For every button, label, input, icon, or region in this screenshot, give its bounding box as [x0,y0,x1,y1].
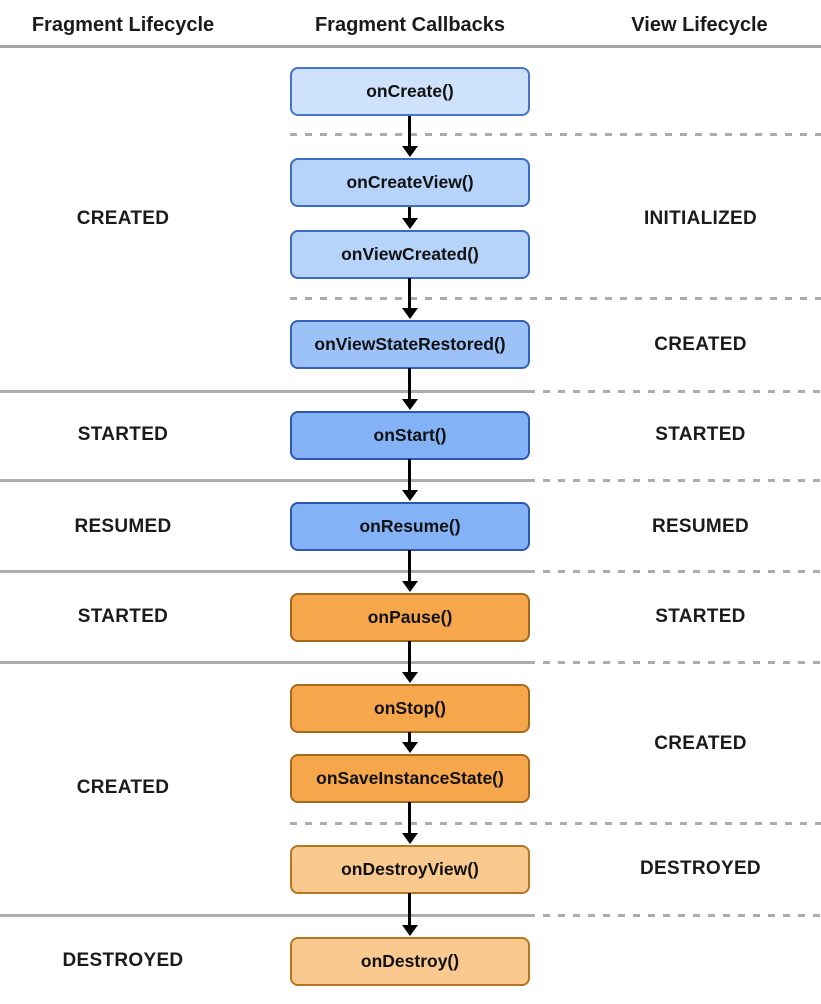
callback-box-oncreateview: onCreateView() [290,158,530,207]
callback-box-onsaveinstancestate: onSaveInstanceState() [290,754,530,803]
row-divider-dashed [543,570,821,573]
column-header-fragment-callbacks: Fragment Callbacks [314,14,506,36]
view-state-destroyed: DESTROYED [640,858,761,879]
arrow-down-icon [400,641,419,683]
header-divider-line [0,45,821,48]
view-state-initialized: INITIALIZED [643,208,758,229]
row-divider-solid [0,479,535,482]
fragment-state-started: STARTED [77,424,169,445]
view-divider-dashed [290,133,821,136]
callback-box-ondestroyview: onDestroyView() [290,845,530,894]
row-divider-dashed [543,661,821,664]
row-divider-solid [0,570,535,573]
row-divider-solid [0,661,535,664]
fragment-state-resumed: RESUMED [74,516,172,537]
arrow-down-icon [400,802,419,844]
callback-box-onviewstaterestored: onViewStateRestored() [290,320,530,369]
view-state-resumed: RESUMED [651,516,750,537]
arrow-down-icon [400,893,419,936]
row-divider-dashed [543,914,821,917]
row-divider-solid [0,390,535,393]
arrow-down-icon [400,207,419,229]
fragment-state-created: CREATED [76,777,170,798]
view-divider-dashed [290,297,821,300]
arrow-down-icon [400,368,419,410]
view-state-started: STARTED [655,424,746,445]
column-header-view-lifecycle: View Lifecycle [631,14,768,36]
arrow-down-icon [400,550,419,592]
callback-box-onstart: onStart() [290,411,530,460]
arrow-down-icon [400,278,419,319]
view-divider-dashed [290,822,821,825]
row-divider-dashed [543,479,821,482]
view-state-created: CREATED [654,733,747,754]
row-divider-dashed [543,390,821,393]
arrow-down-icon [400,116,419,157]
callback-box-ondestroy: onDestroy() [290,937,530,986]
fragment-state-destroyed: DESTROYED [62,950,184,971]
column-header-fragment-lifecycle: Fragment Lifecycle [31,14,215,36]
view-state-started: STARTED [655,606,746,627]
callback-box-onresume: onResume() [290,502,530,551]
callback-box-oncreate: onCreate() [290,67,530,116]
row-divider-solid [0,914,535,917]
arrow-down-icon [400,732,419,753]
fragment-state-created: CREATED [76,208,170,229]
fragment-state-started: STARTED [77,606,169,627]
view-state-created: CREATED [654,334,747,355]
callback-box-onpause: onPause() [290,593,530,642]
callback-box-onviewcreated: onViewCreated() [290,230,530,279]
callback-box-onstop: onStop() [290,684,530,733]
arrow-down-icon [400,459,419,501]
